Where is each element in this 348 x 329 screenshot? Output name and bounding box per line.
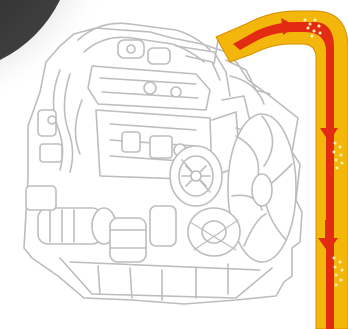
alternator [170,146,222,206]
